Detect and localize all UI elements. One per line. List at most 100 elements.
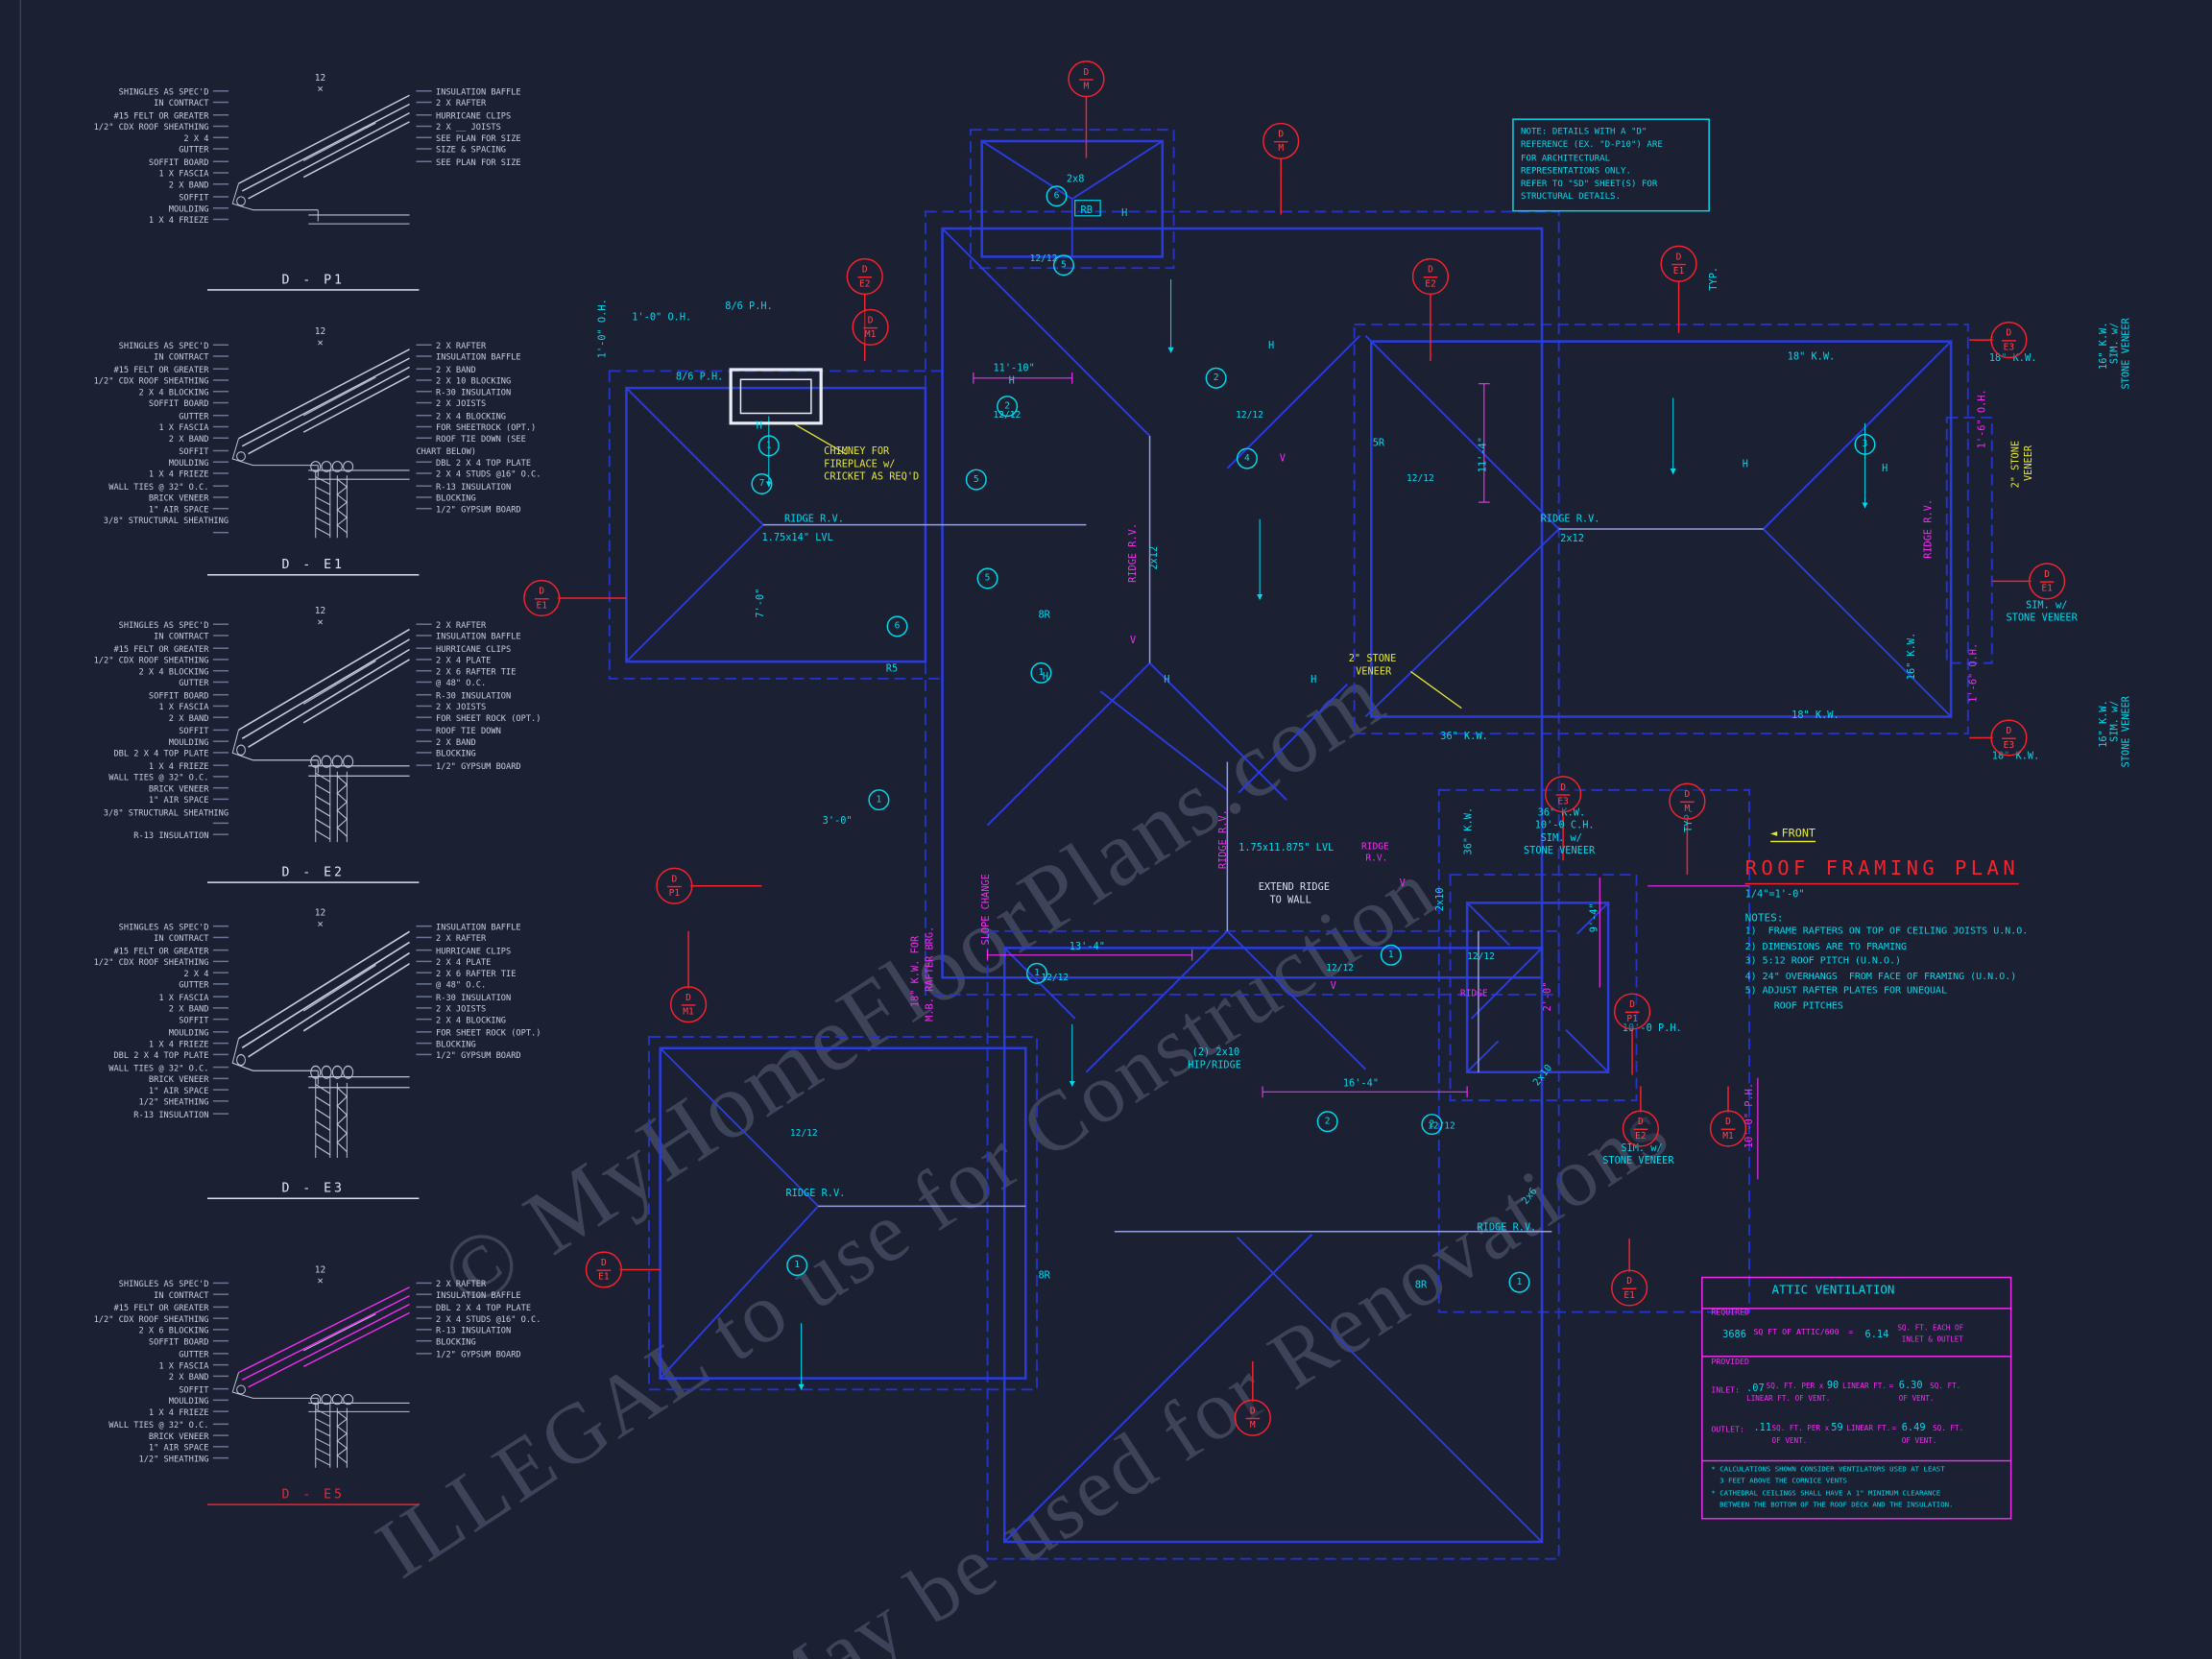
detail-label: R-13 INSULATION — [416, 482, 542, 493]
plan-note-line: 3) 5:12 ROOF PITCH (U.N.O.) — [1744, 954, 1902, 967]
attic-rule — [1702, 1356, 2010, 1358]
detail-label: @ 48" O.C. — [416, 981, 542, 993]
detail-label: 3/8" STRUCTURAL SHEATHING — [87, 517, 228, 540]
detail-label: 2 X RAFTER — [416, 99, 542, 110]
detail-label: BLOCKING — [416, 750, 542, 761]
detail-label: WALL TIES @ 32" O.C. — [87, 1063, 228, 1074]
note-line: FOR ARCHITECTURAL — [1521, 153, 1611, 163]
detail-label: R-13 INSULATION — [87, 1110, 228, 1121]
detail-label: SHINGLES AS SPEC'D — [87, 342, 228, 353]
overhang-dashed-lines — [608, 129, 1993, 1560]
detail-label: MOULDING — [87, 459, 228, 470]
slope-arrows — [765, 278, 1868, 1390]
detail-label: HURRICANE CLIPS — [416, 644, 542, 656]
detail-label: IN CONTRACT — [87, 1291, 228, 1303]
detail-label: 2 X 6 RAFTER TIE — [416, 667, 542, 679]
detail-label: #15 FELT OR GREATER — [87, 1303, 228, 1314]
detail-label: GUTTER — [87, 412, 228, 423]
detail-label: 2 X 4 BLOCKING — [416, 412, 542, 423]
detail-label: 1/2" SHEATHING — [87, 1455, 228, 1467]
detail-label: 1/2" CDX ROOF SHEATHING — [87, 123, 228, 134]
detail-label: 2 X __ JOISTS — [416, 123, 542, 134]
plan-notes: 1) FRAME RAFTERS ON TOP OF CEILING JOIST… — [1745, 924, 2098, 1013]
attic-ventilation-table — [1701, 1276, 2012, 1520]
detail-label: 1" AIR SPACE — [87, 505, 228, 517]
detail-label: 2 X JOISTS — [416, 1004, 542, 1016]
detail-label: 2 X BAND — [87, 714, 228, 726]
detail-label: MOULDING — [87, 737, 228, 749]
detail-label: INSULATION BAFFLE — [416, 633, 542, 644]
detail-label: 1" AIR SPACE — [87, 1087, 228, 1098]
slope-indicator: 12✕ — [314, 325, 326, 349]
detail-label: SOFFIT BOARD — [87, 1338, 228, 1350]
detail-label: 2 X BAND — [87, 435, 228, 446]
detail-label: 2 X 10 BLOCKING — [416, 376, 542, 388]
detail-label: SOFFIT — [87, 193, 228, 204]
detail-label: R-30 INSULATION — [416, 388, 542, 399]
detail-label: 1 X 4 FRIEZE — [87, 761, 228, 773]
detail-label: INSULATION BAFFLE — [416, 1291, 542, 1303]
detail-label: R-30 INSULATION — [416, 993, 542, 1004]
detail-label: HURRICANE CLIPS — [416, 110, 542, 122]
detail-label: 3/8" STRUCTURAL SHEATHING — [87, 808, 228, 831]
note-line: REFER TO "SD" SHEET(S) FOR — [1521, 179, 1658, 190]
detail-label: GUTTER — [87, 981, 228, 993]
detail-label: 1/2" GYPSUM BOARD — [416, 761, 542, 773]
detail-title: D - E5 — [207, 1488, 420, 1505]
detail-label: 1/2" GYPSUM BOARD — [416, 1350, 542, 1361]
detail-label: 1 X FASCIA — [87, 423, 228, 435]
sheet-border — [19, 0, 22, 1659]
detail-label: HURRICANE CLIPS — [416, 946, 542, 957]
dimension-lines — [973, 372, 1759, 1180]
detail-label: 2 X BAND — [416, 365, 542, 376]
detail-title: D - P1 — [207, 274, 420, 291]
detail-label: BRICK VENEER — [87, 784, 228, 796]
detail-label: INSULATION BAFFLE — [416, 87, 542, 99]
front-arrow-icon: ◄ — [1770, 827, 1778, 840]
note-line: NOTE: DETAILS WITH A "D" — [1521, 127, 1647, 137]
plan-scale: 1/4"=1'-0" — [1744, 888, 1805, 901]
detail-label: 2 X RAFTER — [416, 934, 542, 946]
detail-label: DBL 2 X 4 TOP PLATE — [416, 1303, 542, 1314]
detail-label: BRICK VENEER — [87, 1074, 228, 1086]
detail-label: 2 X 6 BLOCKING — [87, 1327, 228, 1338]
detail-label: FOR SHEET ROCK (OPT.) — [416, 1028, 542, 1040]
detail-label: 1/2" GYPSUM BOARD — [416, 1051, 542, 1063]
red-leader-lines — [557, 95, 2032, 1403]
detail-label: 1 X FASCIA — [87, 169, 228, 180]
detail-label: DBL 2 X 4 TOP PLATE — [87, 1051, 228, 1063]
detail-label: MOULDING — [87, 1397, 228, 1408]
detail-label: 1/2" GYPSUM BOARD — [416, 505, 542, 517]
detail-label: 1 X FASCIA — [87, 703, 228, 714]
detail-label: IN CONTRACT — [87, 99, 228, 110]
detail-label: 1 X 4 FRIEZE — [87, 216, 228, 228]
detail-label: 1 X FASCIA — [87, 993, 228, 1004]
detail-label: 2 X 4 STUDS @16" O.C. — [416, 470, 542, 482]
rb-box — [1074, 200, 1101, 217]
detail-label: BLOCKING — [416, 493, 542, 505]
detail-label: #15 FELT OR GREATER — [87, 110, 228, 122]
plan-title-block: ◄ FRONT ROOF FRAMING PLAN 1/4"=1'-0" NOT… — [1744, 815, 2098, 1013]
detail-label: 1/2" SHEATHING — [87, 1098, 228, 1110]
detail-label: R-13 INSULATION — [87, 831, 228, 843]
detail-label: 1 X 4 FRIEZE — [87, 1408, 228, 1420]
slope-indicator: 12✕ — [314, 605, 326, 628]
chimney-rect — [729, 368, 823, 425]
detail-label: SOFFIT — [87, 446, 228, 458]
detail-label: 2 X 4 — [87, 970, 228, 981]
detail-label: IN CONTRACT — [87, 353, 228, 365]
detail-label: 2 X JOISTS — [416, 703, 542, 714]
eave-detail-sketch — [231, 94, 411, 225]
detail-label: 2 X RAFTER — [416, 621, 542, 633]
detail-label: 2 X BAND — [87, 1004, 228, 1016]
detail-label: INSULATION BAFFLE — [416, 353, 542, 365]
detail-label: 2 X 4 PLATE — [416, 656, 542, 667]
